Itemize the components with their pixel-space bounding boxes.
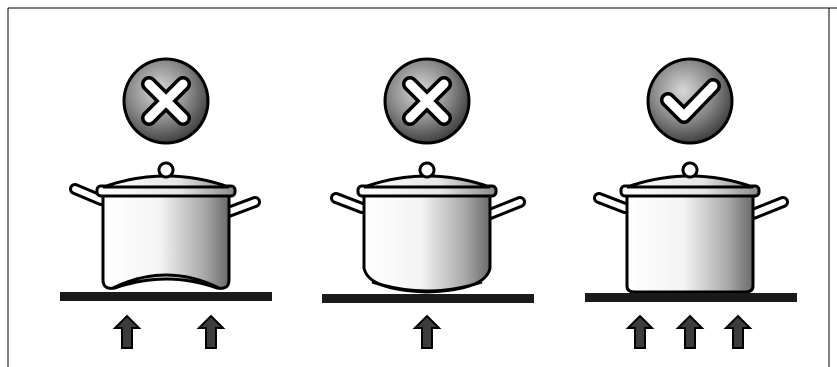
- hob-surface: [585, 293, 797, 302]
- hob-surface: [322, 294, 534, 303]
- heat-arrow: [412, 314, 442, 349]
- heat-arrow: [723, 314, 753, 349]
- cooking-pot: [69, 161, 261, 290]
- cross-icon: [383, 57, 471, 145]
- cooking-pot: [593, 161, 789, 294]
- heat-arrow: [196, 314, 226, 349]
- panel-pot-rounded-bottom: [322, 57, 534, 349]
- heat-arrow: [625, 314, 655, 349]
- hob-surface: [60, 292, 272, 301]
- cross-icon: [122, 57, 210, 145]
- check-icon: [646, 57, 734, 145]
- panel-pot-bulged-bottom: [60, 57, 272, 349]
- cooking-pot: [330, 161, 526, 294]
- heat-arrow: [112, 314, 142, 349]
- panel-pot-flat-bottom: [585, 57, 797, 349]
- heat-arrow: [675, 314, 705, 349]
